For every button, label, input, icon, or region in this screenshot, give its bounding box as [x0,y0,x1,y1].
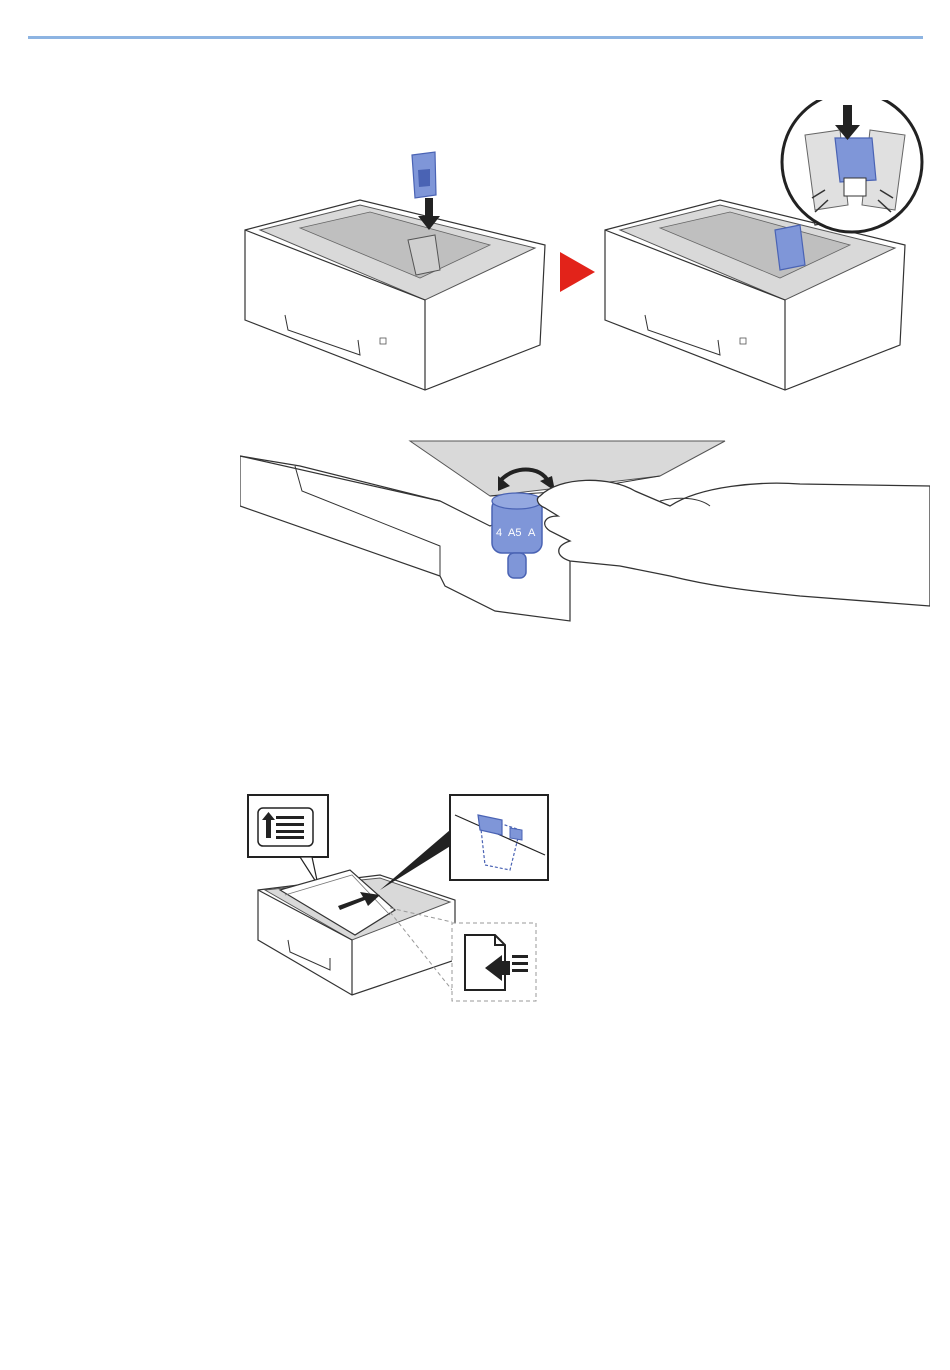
next-step-arrow-icon [560,252,595,292]
figure-length-guide [240,100,930,400]
guide-detail-callout-icon [380,795,548,890]
figure-size-dial: 4 A5 A [240,436,930,626]
header-rule [28,36,923,39]
figure-load-paper [240,790,560,1010]
dial-label-4: 4 [496,527,502,539]
length-guide-icon [412,152,436,198]
dial-label-a5: A5 [508,527,521,539]
print-side-up-icon [248,795,328,857]
length-guide-icon [775,225,805,270]
paper-tray-icon [245,200,545,390]
hand-icon [537,480,930,606]
insert-direction-icon [452,923,536,1001]
dial-label-a: A [528,527,536,539]
magnifier-callout-icon [782,100,922,232]
